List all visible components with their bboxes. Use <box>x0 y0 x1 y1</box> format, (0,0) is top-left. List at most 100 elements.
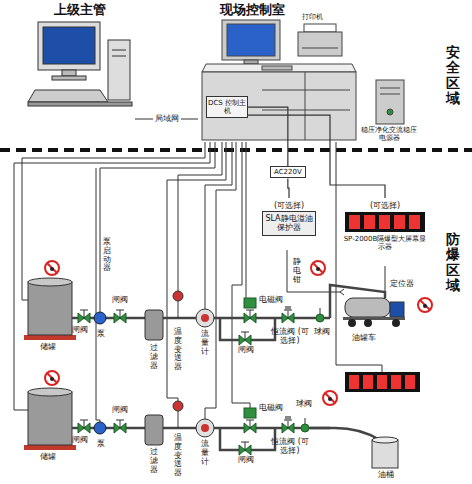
oil-drum <box>372 440 398 468</box>
valve-handle <box>246 420 254 428</box>
pump <box>94 312 106 324</box>
valve-handle <box>116 420 124 428</box>
flame <box>316 267 320 271</box>
control-console <box>202 20 356 140</box>
part-label: 球阀 <box>296 400 312 409</box>
part-label: 闸阀 <box>112 406 128 415</box>
part-label: 流量计 <box>201 330 209 356</box>
valve-handle <box>246 310 254 318</box>
wheel <box>364 319 372 327</box>
part-label: 球阀 <box>314 328 330 337</box>
part-label: 闸阀 <box>238 346 254 355</box>
node-heading: AC220V <box>270 166 306 178</box>
display-node: (可选择) SP-2000B隔爆型大屏幕显示器 <box>343 198 427 251</box>
display-panel <box>345 372 420 392</box>
node-heading: DCS 控制主机 <box>206 96 248 118</box>
no-fire-sign <box>311 261 325 275</box>
node-heading: (可选择) <box>262 198 316 211</box>
upper-computer <box>28 22 132 106</box>
led-digit <box>349 375 359 389</box>
part-label: 泵 <box>97 440 105 449</box>
wheel <box>392 319 400 327</box>
led-digit <box>409 215 420 229</box>
part-label: 电磁阀 <box>259 404 283 413</box>
part-label: 过滤器 <box>150 448 158 474</box>
part-label: 打印机 <box>302 14 323 22</box>
part-label: 温度变送器 <box>174 328 182 372</box>
valve-handle <box>80 310 88 318</box>
part-label: 闸阀 <box>112 296 128 305</box>
flow-meter-core <box>201 424 209 432</box>
led-digit <box>349 215 360 229</box>
node-heading: (可选择) <box>343 198 427 211</box>
valve-handle <box>80 420 88 428</box>
constant-flow-head <box>285 306 291 311</box>
ball-valve <box>316 314 324 322</box>
ups-tower <box>376 80 404 124</box>
connector-label: 局域网 <box>153 115 181 124</box>
part-label: 储罐 <box>40 343 56 352</box>
no-fire-sign <box>418 298 432 312</box>
led-digit <box>364 215 375 229</box>
sensor-stem <box>178 411 179 428</box>
led-digit <box>394 215 405 229</box>
no-fire-slash <box>325 393 335 403</box>
ups-node: 稳压净化交流稳压电源器 <box>358 76 420 142</box>
part-label: 泵启动器 <box>103 238 111 273</box>
wheel <box>348 319 356 327</box>
no-fire-slash <box>313 263 323 273</box>
computer-node: 上级主管 <box>25 2 135 127</box>
part-label: 流量计 <box>201 440 209 466</box>
tank-top <box>28 388 72 396</box>
ball-valve <box>301 424 309 432</box>
part-label: 静电钳 <box>293 258 301 284</box>
valve-handle <box>241 332 249 340</box>
node-text: SLA静电溢油保护器 <box>262 211 316 236</box>
part-label: 闸阀 <box>238 456 254 465</box>
connector-line <box>288 178 289 198</box>
no-fire-sign <box>45 371 59 385</box>
ball-handle <box>305 418 306 424</box>
flow-meter <box>196 419 214 437</box>
led-digit <box>391 375 401 389</box>
flame <box>328 397 332 401</box>
part-label: 恒流阀 (可选择) <box>268 328 312 346</box>
part-label: 泵 <box>97 330 105 339</box>
ball-handle <box>320 308 321 314</box>
brick-base <box>24 445 76 450</box>
constant-flow-head <box>285 416 291 421</box>
tank-top <box>28 278 72 286</box>
temperature-sensor <box>173 291 183 301</box>
power-box: AC220V <box>270 166 306 178</box>
sensor-stem <box>178 301 179 318</box>
pump <box>94 422 106 434</box>
part-label: 油桶 <box>378 471 394 480</box>
brick-base <box>24 335 76 340</box>
node-heading: 上级主管 <box>25 2 135 17</box>
led-display <box>343 211 427 233</box>
storage-tank <box>28 282 72 335</box>
protector-box: (可选择)SLA静电溢油保护器 <box>262 198 316 236</box>
node-heading: 现场控制室 <box>198 2 360 17</box>
filter <box>145 415 163 445</box>
part-label: 油罐车 <box>352 334 376 343</box>
drum-top <box>372 437 398 443</box>
flow-meter-core <box>201 314 209 322</box>
valve-handle <box>284 420 292 428</box>
part-label: 电磁阀 <box>259 296 283 305</box>
dcs-box: DCS 控制主机 <box>206 96 248 118</box>
static-clamp <box>340 289 344 295</box>
valve-handle <box>284 310 292 318</box>
part-label: 闸阀 <box>72 326 88 335</box>
console-node: 现场控制室 DCS 控制主机 <box>198 2 360 142</box>
part-label: 温度变送器 <box>174 434 182 478</box>
no-fire-sign <box>323 391 337 405</box>
node-text: SP-2000B隔爆型大屏幕显示器 <box>343 233 427 252</box>
flame <box>50 267 54 271</box>
part-label: 过滤器 <box>150 344 158 370</box>
no-fire-slash <box>47 263 57 273</box>
solenoid-coil <box>244 298 256 308</box>
part-label: 恒流阀 (可选择) <box>268 438 312 456</box>
